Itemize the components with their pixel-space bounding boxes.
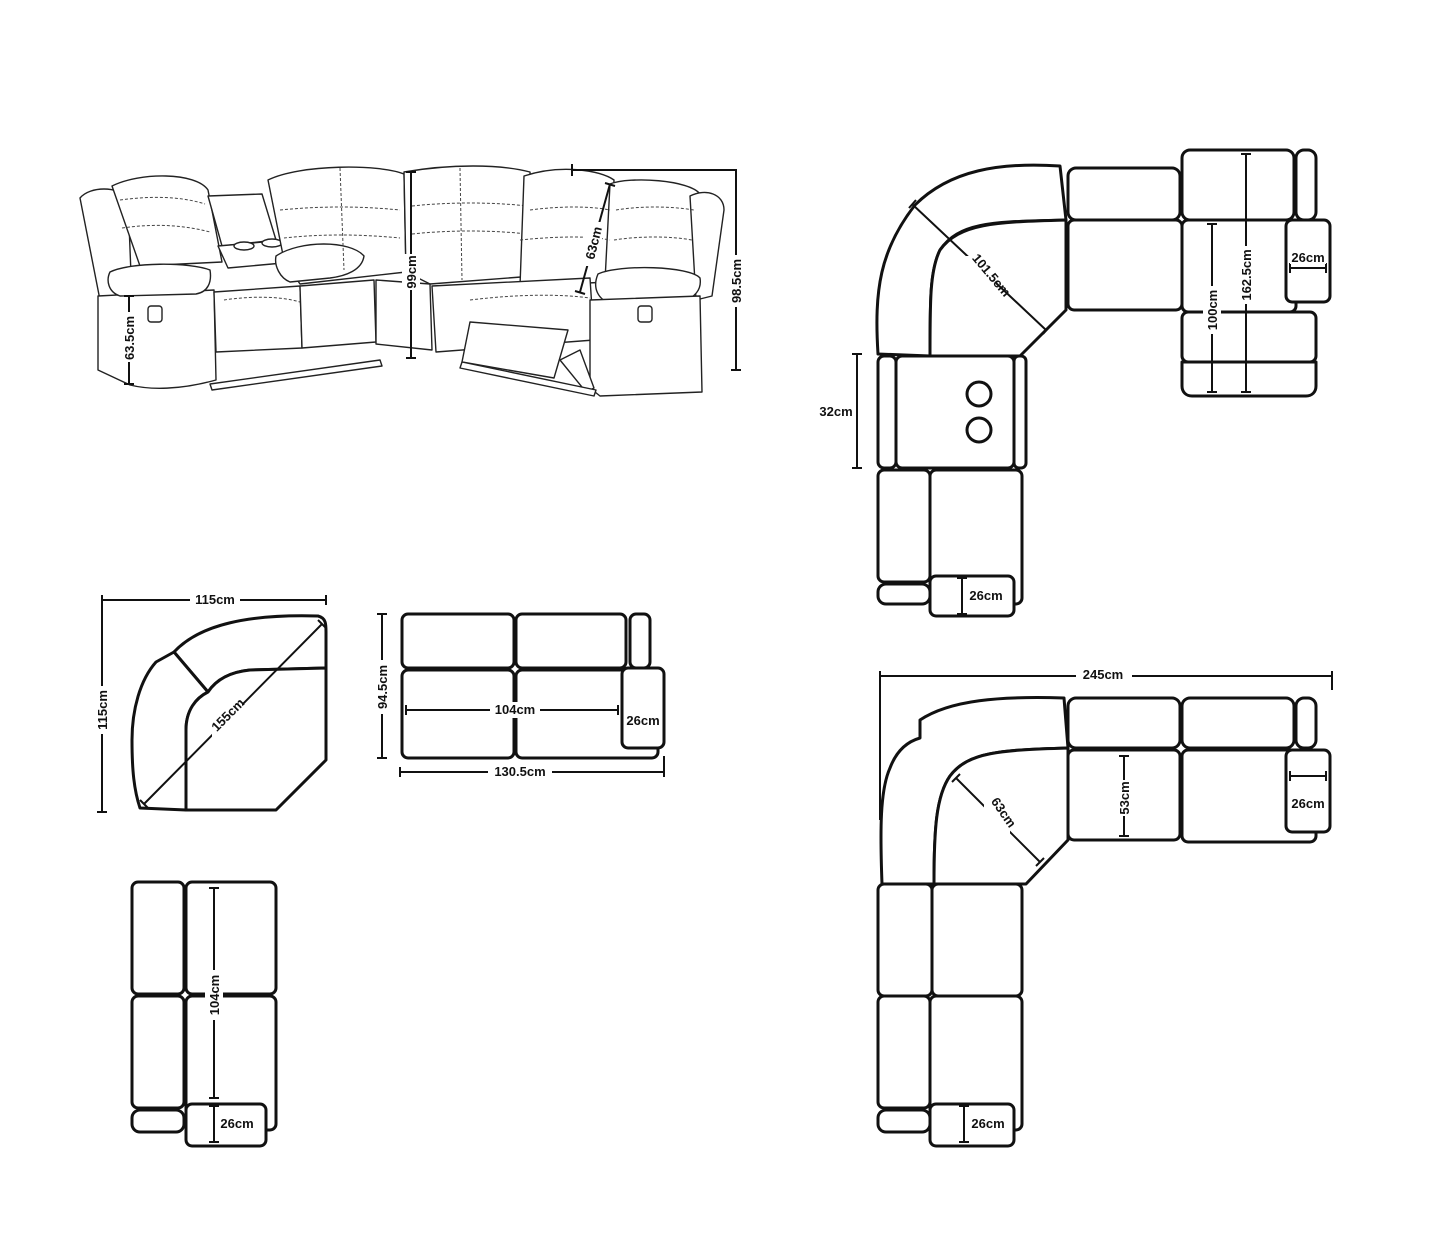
closed-footrest-bottom-label: 26cm — [971, 1116, 1004, 1131]
total-height-label: 98.5cm — [729, 259, 744, 303]
sofa-perspective-view: 63.5cm 99cm 63cm 98.5cm — [79, 164, 745, 397]
closed-seat-depth-label: 53cm — [1117, 781, 1132, 814]
closed-total-width-label: 245cm — [1083, 667, 1123, 682]
corner-width-label: 115cm — [195, 592, 235, 607]
corner-piece-view: 115cm 115cm 155cm — [93, 592, 328, 813]
two-seater-vertical-view: 104cm 26cm — [130, 880, 278, 1148]
corner-depth-label: 115cm — [95, 690, 110, 730]
sofa-top-view-closed: 245cm 63cm 53cm 26cm 26cm — [876, 666, 1333, 1148]
vertical-seat-width-label: 104cm — [207, 975, 222, 1015]
two-seater-total-width-label: 130.5cm — [494, 764, 545, 779]
closed-footrest-right-label: 26cm — [1291, 796, 1324, 811]
arm-height-label: 63.5cm — [122, 316, 137, 360]
two-seater-footrest-label: 26cm — [626, 713, 659, 728]
two-seater-depth-label: 94.5cm — [375, 665, 390, 709]
center-back-height-label: 99cm — [404, 255, 419, 288]
footrest-right-open-label: 26cm — [1291, 250, 1324, 265]
two-seater-width-label: 104cm — [495, 702, 535, 717]
two-seater-view: 94.5cm 104cm 26cm 130.5cm — [373, 612, 666, 780]
sofa-top-view-open: 101.5cm 32cm 162.5cm 100cm 26cm 26cm — [819, 148, 1332, 618]
vertical-footrest-label: 26cm — [220, 1116, 253, 1131]
recliner-length-label: 162.5cm — [1239, 249, 1254, 300]
console-width-label: 32cm — [819, 404, 852, 419]
seat-depth-open-label: 100cm — [1205, 290, 1220, 330]
footrest-bottom-open-label: 26cm — [969, 588, 1002, 603]
